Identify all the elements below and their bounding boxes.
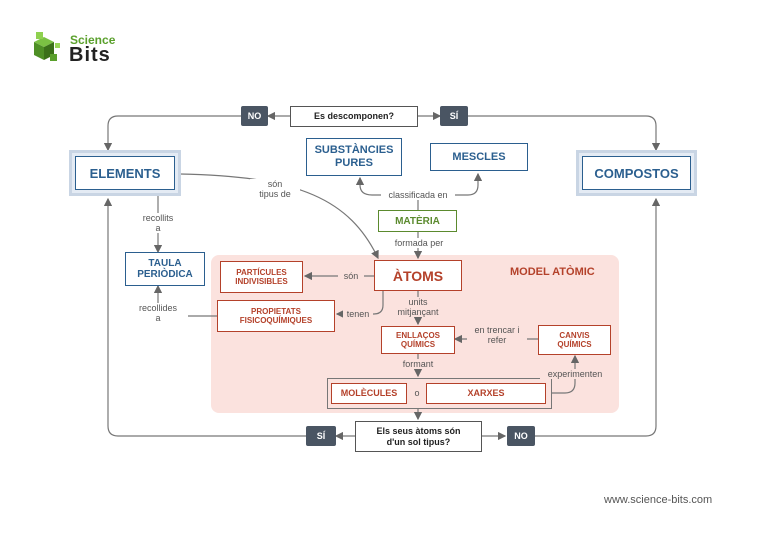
label-units-mitjancant: units mitjançant — [393, 297, 443, 317]
atoms-node: ÀTOMS — [374, 260, 462, 291]
footer-url: www.science-bits.com — [604, 494, 713, 506]
compostos-label: COMPOSTOS — [582, 156, 691, 190]
canvis-quimics-node: CANVIS QUÍMICS — [538, 325, 611, 355]
propietats-fisicoquimiques-node: PROPIETATS FISICOQUÍMIQUES — [217, 300, 335, 332]
label-recollides-a: recollides a — [128, 303, 188, 323]
mescles-node: MESCLES — [430, 143, 528, 171]
si-tag-bottom: SÍ — [306, 426, 336, 446]
substancies-pures-node: SUBSTÀNCIES PURES — [306, 138, 402, 176]
logo-science-text: Science — [70, 33, 116, 47]
xarxes-node: XARXES — [426, 383, 546, 404]
molecules-xarxes-group — [327, 378, 552, 409]
compostos-node: COMPOSTOS — [576, 150, 697, 196]
molecules-node: MOLÈCULES — [331, 383, 407, 404]
label-en-trencar-i-refer: en trencar i refer — [467, 325, 527, 345]
question-single-atom-type: Els seus àtoms són d'un sol tipus? — [355, 421, 482, 452]
label-son-tipus-de: són tipus de — [250, 179, 300, 199]
model-atomic-title: MODEL ATÒMIC — [510, 266, 595, 278]
label-formada-per: formada per — [387, 238, 451, 248]
label-formant: formant — [396, 359, 440, 369]
taula-periodica-node: TAULA PERIÒDICA — [125, 252, 205, 286]
label-classificada-en: classificada en — [381, 190, 455, 200]
label-tenen: tenen — [343, 309, 373, 319]
label-son: són — [338, 271, 364, 281]
si-tag-top: SÍ — [440, 106, 468, 126]
particules-indivisibles-node: PARTÍCULES INDIVISIBLES — [220, 261, 303, 293]
logo-bits-text: Bits — [69, 44, 111, 66]
cube-logo-icon — [34, 32, 60, 61]
question-decompose: Es descomponen? — [290, 106, 418, 127]
enllacos-quimics-node: ENLLAÇOS QUÍMICS — [381, 326, 455, 354]
or-label: o — [414, 388, 420, 398]
elements-label: ELEMENTS — [75, 156, 175, 190]
label-recollits-a: recollits a — [131, 213, 185, 233]
label-experimenten: experimenten — [540, 369, 610, 379]
elements-node: ELEMENTS — [69, 150, 181, 196]
materia-node: MATÈRIA — [378, 210, 457, 232]
science-bits-logo: Science Bits — [30, 30, 140, 74]
no-tag-bottom: NO — [507, 426, 535, 446]
no-tag-top: NO — [241, 106, 268, 126]
